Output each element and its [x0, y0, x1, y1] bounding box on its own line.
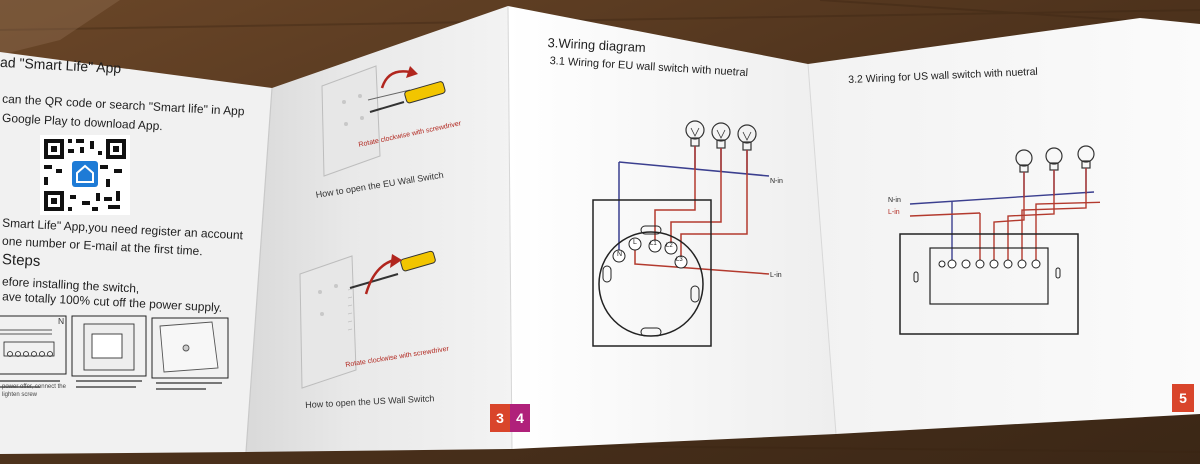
eu-l-in-label: L-in [770, 272, 782, 279]
installation-thumbnails [0, 315, 229, 390]
us-neutral-wires [909, 168, 1095, 264]
us-switch-plate-icon [299, 255, 357, 389]
qr-code-icon [40, 135, 130, 215]
thumb-caption-2: lighten screw [2, 392, 38, 398]
eu-n-in-label: N-in [770, 178, 783, 185]
thumb-n-label: N [58, 316, 65, 326]
us-live-wires [909, 168, 1100, 264]
eu-switch-plate-icon [321, 65, 411, 177]
eu-terminal-l2: L2 [666, 243, 673, 249]
thumb-caption-1: power offer, connect the [2, 384, 66, 390]
switch-illustrations [299, 65, 446, 389]
eu-wiring-diagram [592, 120, 770, 347]
eu-terminal-l: L [633, 239, 637, 246]
page-number-3: 3 [490, 404, 510, 432]
eu-terminal-l1: L1 [650, 241, 657, 247]
bulb-icons [685, 120, 757, 151]
steps-heading: Steps [1, 251, 41, 270]
screwdriver-icon-2 [349, 250, 436, 295]
page-number-5: 5 [1172, 384, 1194, 412]
screwdriver-icon-1 [369, 66, 446, 113]
us-bulb-icons [1015, 145, 1095, 173]
us-wiring-diagram [899, 145, 1100, 335]
us-n-in-label: N-in [888, 197, 901, 204]
page-number-4: 4 [510, 404, 530, 432]
us-l-in-label: L-in [888, 209, 900, 216]
eu-terminal-l3: L3 [676, 257, 683, 263]
eu-terminal-n: N [617, 251, 623, 258]
